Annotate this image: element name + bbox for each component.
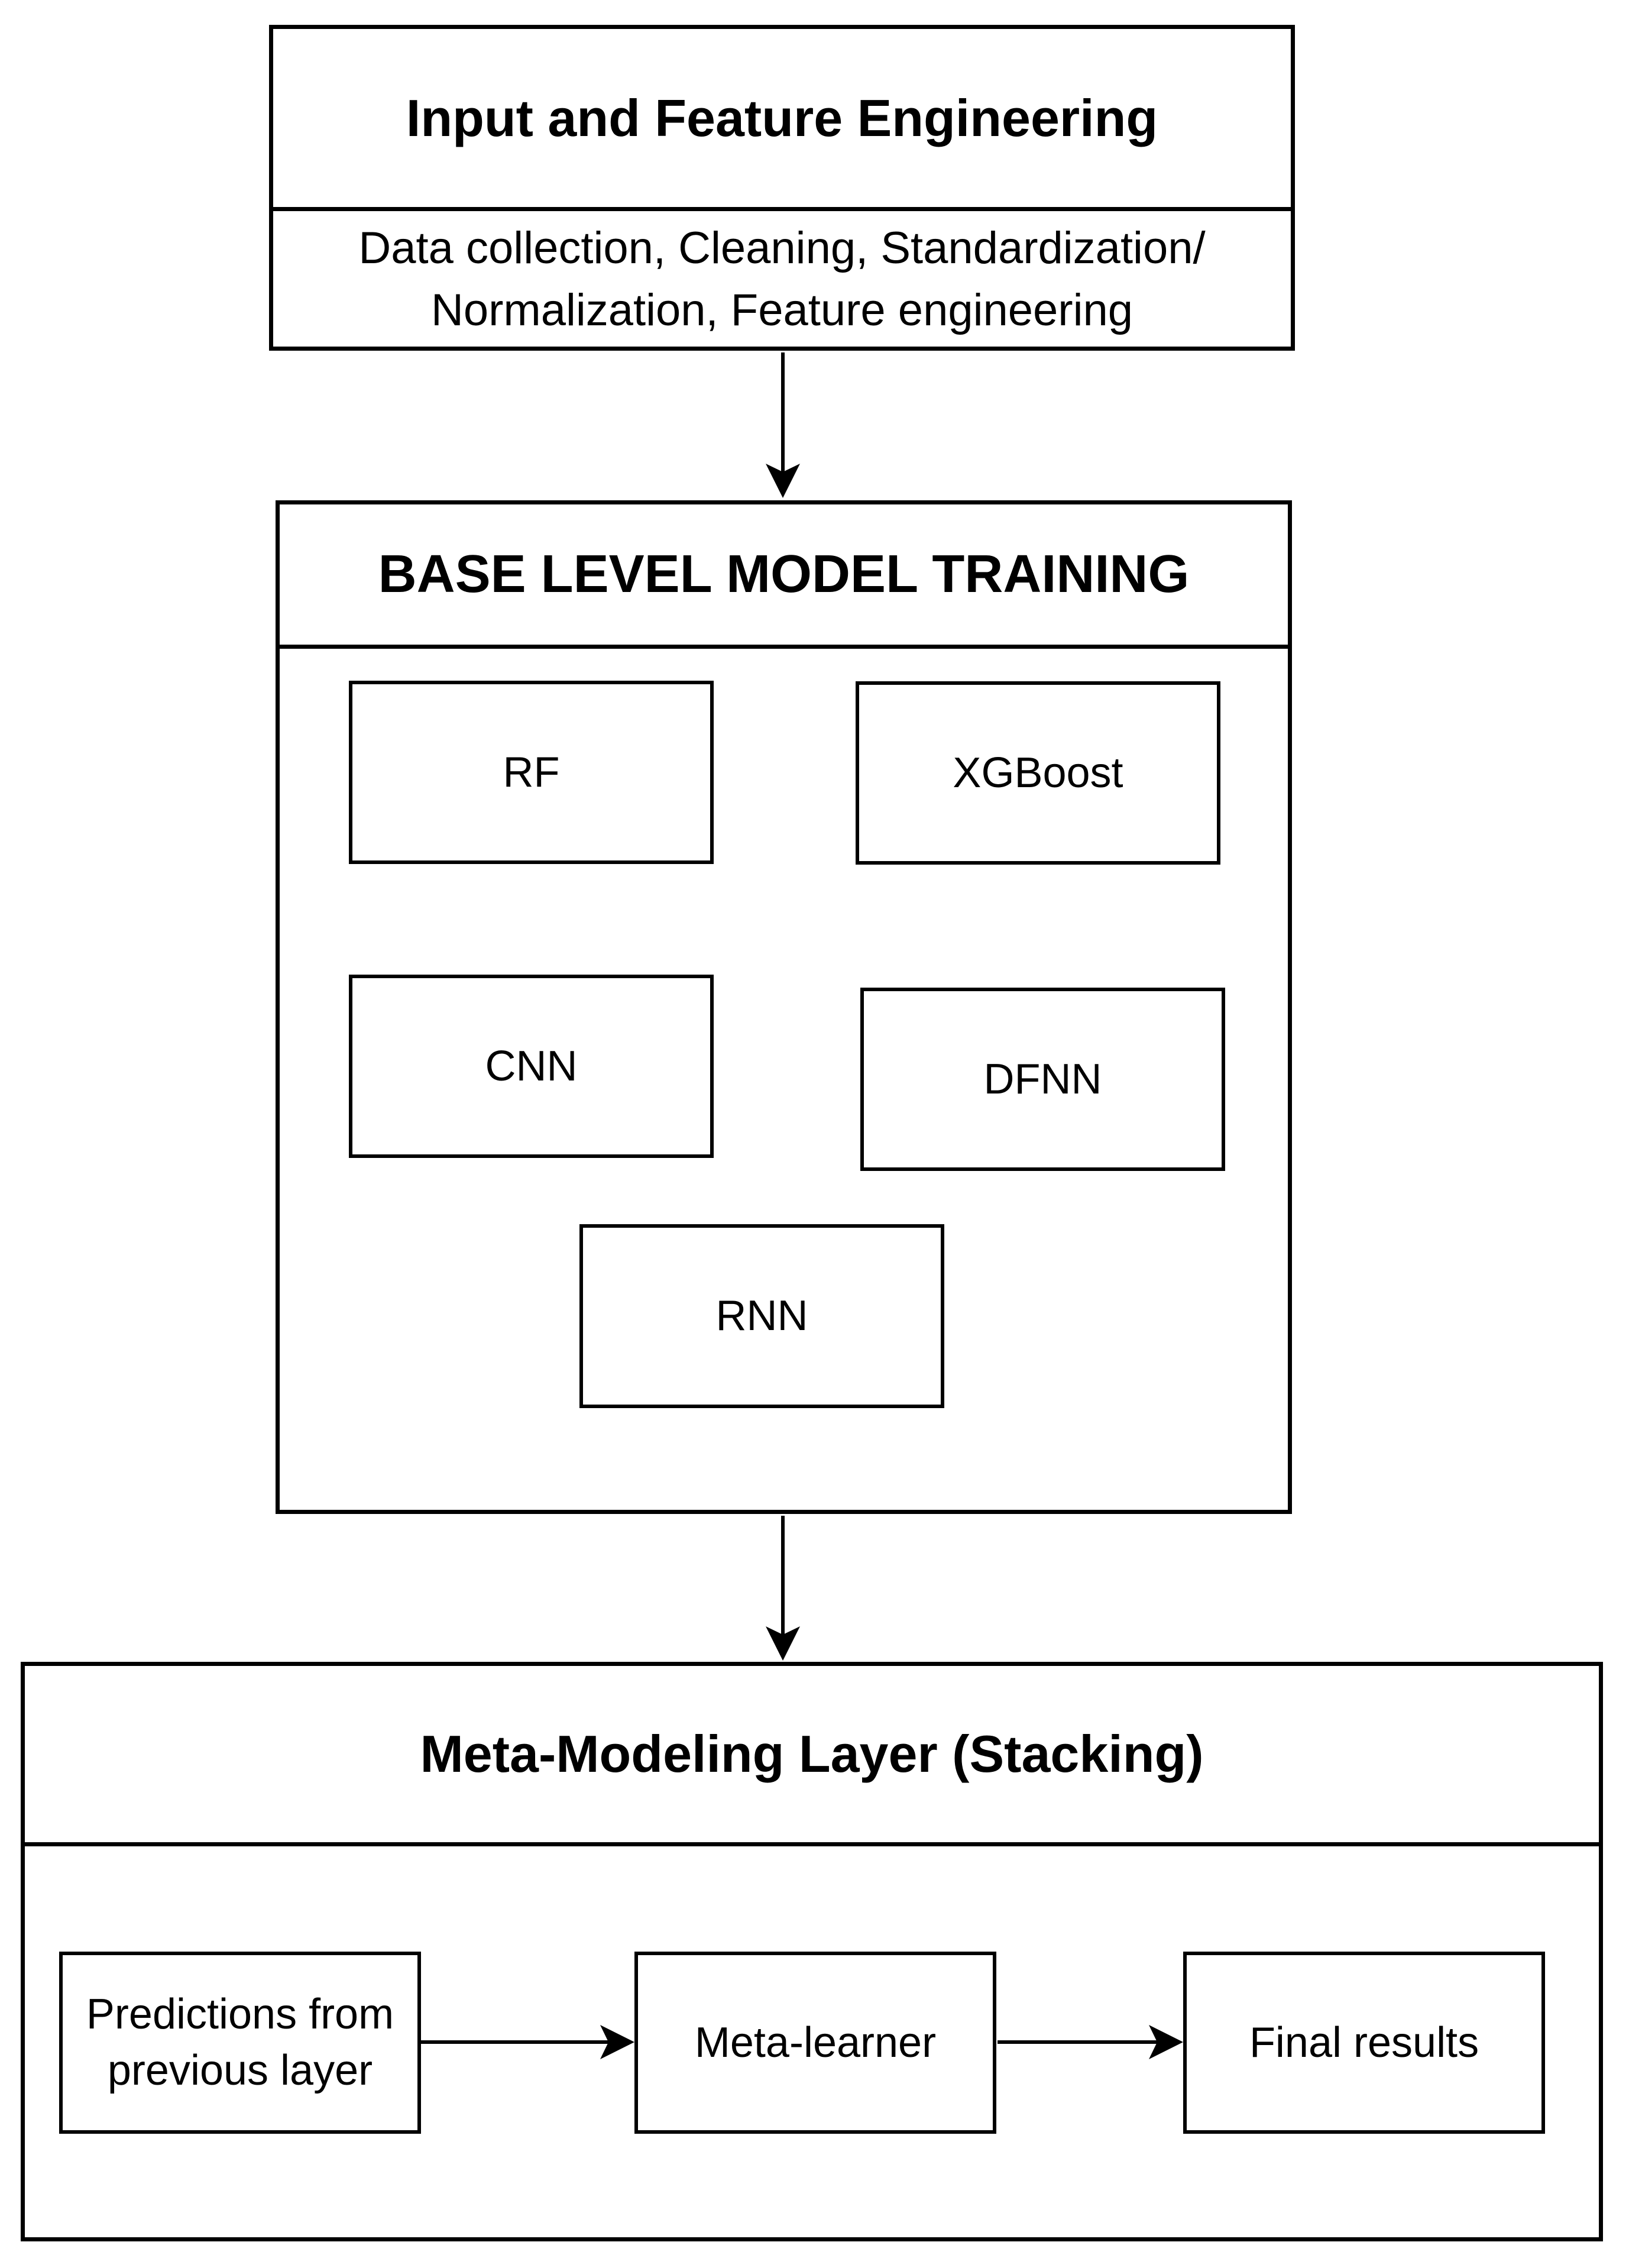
model-box-xgboost: XGBoost	[856, 681, 1220, 865]
model-label-xgboost: XGBoost	[953, 749, 1123, 797]
model-label-dfnn: DFNN	[983, 1055, 1102, 1103]
input-description-line-2: Normalization, Feature engineering	[430, 284, 1134, 335]
input-stage-title: Input and Feature Engineering	[406, 88, 1158, 147]
node-box-final-results: Final results	[1183, 1952, 1545, 2134]
node-label-meta-learner: Meta-learner	[694, 2018, 937, 2066]
node-label-final-results: Final results	[1249, 2018, 1479, 2066]
model-label-rnn: RNN	[715, 1292, 808, 1340]
input-stage-header: Input and Feature Engineering	[273, 29, 1291, 211]
input-description-line-1: Data collection, Cleaning, Standardizati…	[358, 222, 1206, 273]
input-stage-body: Data collection, Cleaning, Standardizati…	[273, 211, 1291, 347]
arrow-base-to-meta-icon	[766, 1516, 800, 1661]
model-box-cnn: CNN	[349, 975, 714, 1158]
base-stage-title: BASE LEVEL MODEL TRAINING	[378, 545, 1190, 604]
arrow-input-to-base-icon	[766, 352, 800, 498]
model-box-rf: RF	[349, 681, 714, 864]
node-box-predictions: Predictions from previous layer	[59, 1952, 421, 2134]
model-label-cnn: CNN	[485, 1042, 578, 1090]
model-box-rnn: RNN	[579, 1224, 944, 1408]
node-box-meta-learner: Meta-learner	[634, 1952, 996, 2134]
meta-stage-header: Meta-Modeling Layer (Stacking)	[25, 1666, 1599, 1846]
meta-stage-title: Meta-Modeling Layer (Stacking)	[420, 1725, 1204, 1783]
model-box-dfnn: DFNN	[860, 988, 1225, 1171]
base-stage-header: BASE LEVEL MODEL TRAINING	[280, 504, 1288, 649]
node-label-predictions: Predictions from previous layer	[86, 1991, 394, 2094]
input-stage-description: Data collection, Cleaning, Standardizati…	[358, 217, 1205, 341]
input-stage-box: Input and Feature Engineering Data colle…	[269, 25, 1295, 351]
model-label-rf: RF	[503, 748, 560, 796]
